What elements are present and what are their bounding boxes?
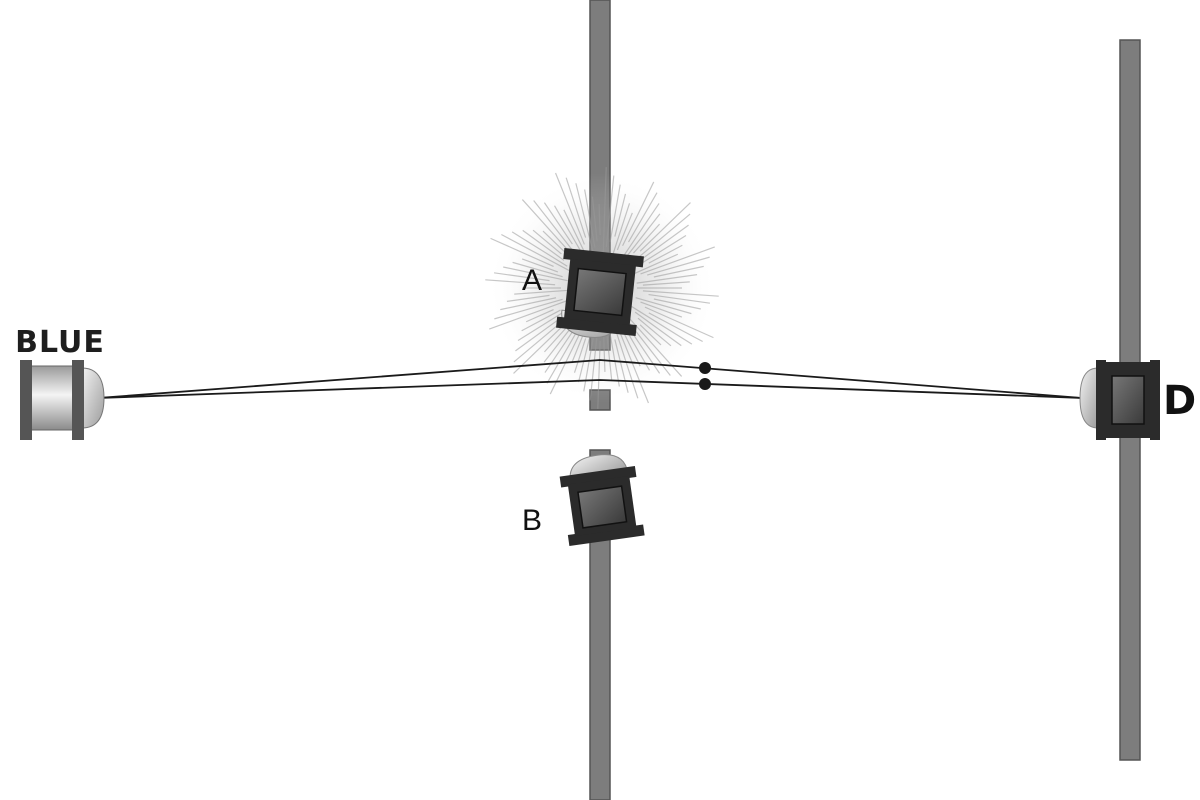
source-label: BLUE [15, 325, 105, 360]
flash-ray [640, 246, 715, 275]
flash-ray [605, 175, 615, 248]
flash-ray [490, 237, 554, 267]
flash-ray [640, 301, 683, 318]
flash-ray [591, 196, 598, 242]
screen-d[interactable] [1079, 360, 1160, 440]
flash-ray [522, 229, 565, 261]
beam-path-upper [97, 359, 1083, 399]
particle-dot [699, 362, 711, 374]
flash-ray [609, 184, 621, 242]
flash-ray [635, 297, 692, 315]
flash-ray [621, 203, 660, 260]
source-emitter: BLUE [15, 325, 105, 440]
detector-b-label: B [522, 504, 542, 537]
flash-ray [653, 298, 701, 310]
flash-ray [605, 328, 613, 380]
flash-ray [513, 321, 562, 363]
flash-ray [553, 205, 586, 258]
screen-lens [1079, 367, 1099, 429]
flash-ray [521, 309, 561, 332]
flash-ray [513, 320, 569, 374]
flash-ray [543, 202, 573, 245]
flash-ray [517, 309, 568, 341]
detector-a-window [573, 267, 627, 317]
flash-ray [636, 274, 698, 284]
flash-ray [512, 261, 563, 278]
flash-ray [546, 328, 580, 384]
flash-ray [554, 172, 585, 245]
flash-ray [514, 289, 568, 295]
flash-ray [584, 189, 596, 248]
flash-ray [637, 317, 672, 347]
flash-ray [485, 279, 556, 286]
flash-ray [622, 181, 655, 247]
flash-ray [494, 298, 563, 320]
flash-ray [533, 200, 574, 252]
flash-ray [616, 212, 633, 251]
flash-ray [615, 332, 639, 399]
flash-ray [633, 253, 679, 275]
beam-paths [97, 359, 1083, 399]
flash-ray [644, 306, 714, 339]
detector-b-window [577, 485, 628, 529]
flash-ray [532, 229, 562, 255]
beam-path-lower [97, 379, 1083, 399]
flash-ray [549, 324, 585, 395]
source-lens [81, 367, 105, 429]
flash-ray [489, 299, 570, 330]
flash-ray [573, 338, 587, 373]
flash-ray [521, 258, 559, 273]
screen-window [1111, 375, 1145, 425]
flash-ray [602, 167, 607, 254]
flash-ray [641, 235, 687, 264]
detector-a-label: A [522, 264, 542, 297]
flash-ray [506, 294, 550, 302]
flash-ray [642, 281, 690, 286]
flash-ray [616, 325, 650, 404]
flash-ray [627, 192, 658, 243]
flash-ray [603, 334, 606, 372]
flash-ray [577, 333, 592, 383]
flash-ray [648, 244, 683, 264]
flash-ray [563, 209, 585, 252]
flash-ray [612, 203, 631, 255]
flash-ray [575, 183, 595, 255]
flash-ray [525, 309, 554, 323]
flash-ray [633, 223, 660, 254]
screen-label: D [1163, 378, 1196, 424]
flash-ray [647, 256, 710, 276]
flash-ray [631, 306, 693, 345]
flash-ray [598, 204, 601, 236]
flash-ray [634, 224, 689, 265]
flash-ray [521, 199, 576, 258]
detector-b[interactable] [557, 450, 645, 546]
flash-ray [511, 231, 568, 267]
flash-ray [501, 233, 572, 273]
flash-ray [544, 331, 573, 373]
particle-dot [699, 378, 711, 390]
flash-ray [639, 324, 662, 346]
flash-ray [597, 340, 601, 409]
detector-a[interactable] [555, 248, 644, 342]
flash-ray [639, 202, 691, 252]
flash-ray [634, 311, 682, 347]
flash-ray [626, 213, 661, 257]
flash-ray [614, 193, 627, 237]
flash-ray [653, 265, 704, 278]
flash-ray [614, 339, 629, 393]
flash-ray [503, 266, 568, 282]
flash-ray [648, 293, 711, 304]
flash-ray [493, 272, 550, 282]
flash-ray [648, 312, 703, 343]
flash-ray [642, 290, 719, 297]
flash-ray [500, 297, 557, 311]
flash-ray [565, 177, 587, 238]
